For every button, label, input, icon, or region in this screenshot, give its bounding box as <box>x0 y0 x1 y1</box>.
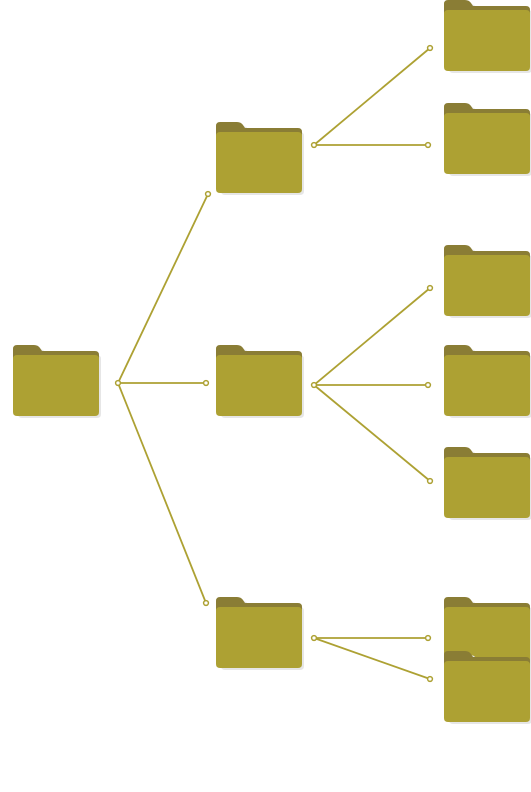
folder-icon-leaf-1-2 <box>444 103 531 176</box>
folder-icon-leaf-2-2 <box>444 345 531 418</box>
connector-hub-root <box>114 379 122 387</box>
folder-icon-root <box>13 345 101 418</box>
connector-end-leaf-3-1 <box>424 634 432 642</box>
connector-branch-3-to-leaf-3-2 <box>313 637 431 680</box>
connector-end-leaf-2-2 <box>424 381 432 389</box>
folder-icon-leaf-2-1 <box>444 245 531 318</box>
connector-end-branch-1 <box>204 190 212 198</box>
connector-end-leaf-3-2 <box>426 675 434 683</box>
connector-end-branch-3 <box>202 599 210 607</box>
connector-branch-2-to-leaf-2-3 <box>313 384 431 482</box>
connector-hub-branch-3 <box>310 634 318 642</box>
connector-branch-2-to-leaf-2-1 <box>313 287 431 386</box>
folder-icon-branch-2 <box>216 345 304 418</box>
connector-branch-1-to-leaf-1-1 <box>313 47 431 146</box>
folder-icon-leaf-3-2 <box>444 651 531 724</box>
connector-end-leaf-1-1 <box>426 44 434 52</box>
connector-end-branch-2 <box>202 379 210 387</box>
connector-end-leaf-2-3 <box>426 477 434 485</box>
folder-icon-leaf-1-1 <box>444 0 531 73</box>
connector-hub-branch-2 <box>310 381 318 389</box>
connector-end-leaf-2-1 <box>426 284 434 292</box>
connector-hub-branch-1 <box>310 141 318 149</box>
folder-icon-branch-1 <box>216 122 304 195</box>
connector-end-leaf-1-2 <box>424 141 432 149</box>
connector-root-to-branch-3 <box>117 382 207 604</box>
connector-root-to-branch-1 <box>117 193 209 384</box>
folder-icon-branch-3 <box>216 597 304 670</box>
folder-icon-leaf-2-3 <box>444 447 531 520</box>
